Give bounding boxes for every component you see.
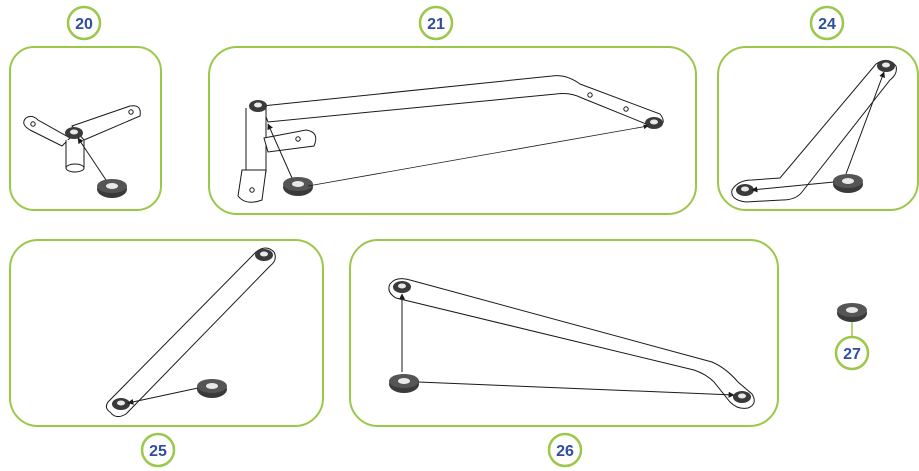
step-number-25: 25	[149, 443, 167, 460]
bearing-ring-icon	[389, 374, 419, 393]
step-badge-25: 25	[140, 432, 176, 468]
part-long-arm	[237, 75, 664, 203]
bearing-ring-icon	[393, 281, 411, 293]
step-badge-27: 27	[834, 335, 870, 371]
bearing-ring-icon	[249, 100, 267, 112]
panel-step-25	[9, 239, 324, 427]
bearing-ring-icon	[197, 379, 227, 398]
arrow-icon	[127, 387, 199, 405]
bearing-ring-icon	[733, 391, 751, 403]
step-number-21: 21	[427, 16, 445, 33]
bearing-ring-icon	[112, 398, 130, 410]
part-base-bracket	[23, 105, 141, 173]
arrow-icon	[845, 71, 885, 175]
bearing-ring-icon	[736, 184, 754, 196]
step-badge-21: 21	[418, 5, 454, 41]
bearing-ring-icon	[65, 127, 83, 139]
step-number-24: 24	[818, 16, 836, 33]
arrow-icon	[267, 123, 293, 179]
bearing-ring-icon	[97, 179, 127, 198]
part-angled-link	[731, 60, 897, 203]
bearing-ring-icon	[645, 117, 663, 129]
bearing-ring-icon	[255, 249, 273, 261]
part-straight-link	[105, 247, 276, 418]
bearing-ring-icon	[837, 303, 867, 322]
arrow-icon	[307, 124, 649, 187]
step-badge-24: 24	[809, 5, 845, 41]
arrow-icon	[77, 137, 107, 181]
arrow-icon	[751, 181, 835, 193]
bearing-ring-icon	[283, 177, 313, 196]
bearing-ring-icon	[877, 60, 895, 72]
part-long-bent-link	[388, 278, 755, 409]
step-badge-26: 26	[547, 432, 583, 468]
step-badge-20: 20	[66, 5, 102, 41]
step-number-27: 27	[843, 346, 861, 363]
step-number-20: 20	[75, 16, 93, 33]
step-number-26: 26	[556, 443, 574, 460]
arrow-icon	[417, 381, 735, 398]
bearing-ring-icon	[833, 174, 863, 193]
